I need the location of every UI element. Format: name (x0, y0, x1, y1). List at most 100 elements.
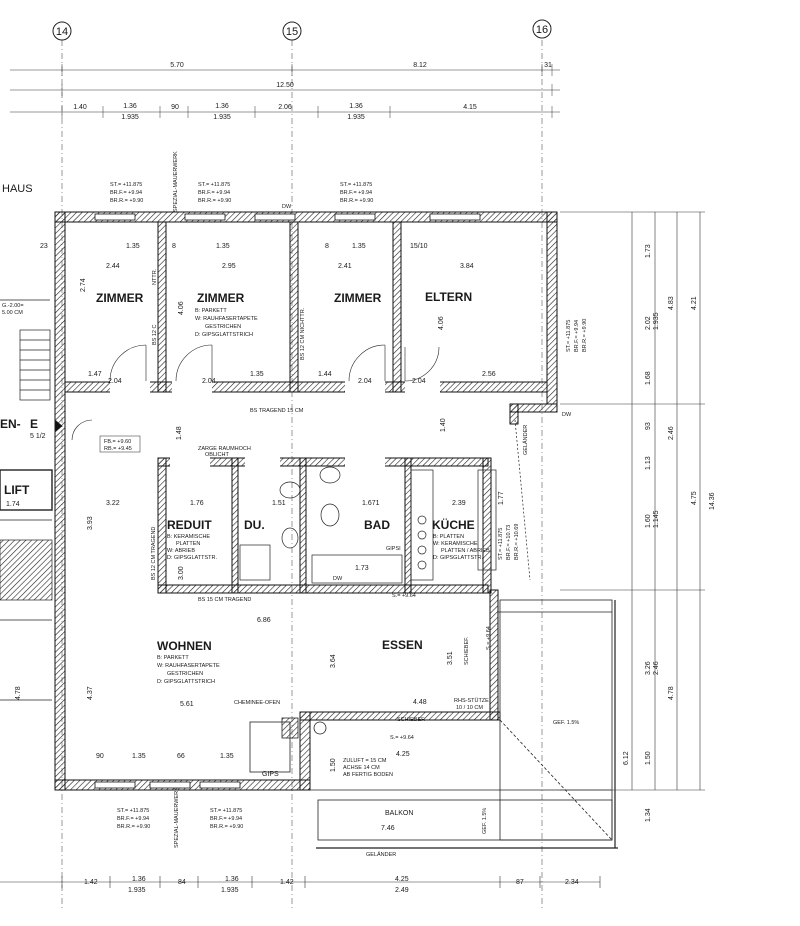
room-balkon: BALKON (385, 810, 413, 817)
cheminee-label: CHEMINEE-OFEN (234, 700, 280, 706)
dw-top-label: DW (282, 204, 292, 210)
dim-top-12-50: 12.50 (276, 82, 294, 89)
dim-v: 4.06 (438, 316, 445, 330)
stair-note: G.-2.00=5.00 CM (2, 303, 24, 316)
kitchen-counter (410, 469, 434, 581)
dim-b: 1.42 (84, 879, 98, 886)
dim-i: 66 (177, 753, 185, 760)
sill-3: S.= +9.64 (392, 593, 416, 599)
haus-label: HAUS (2, 183, 33, 195)
gipsi-label: GIPSI (386, 546, 401, 552)
interior-dimensions: 23 1.35 8 1.35 8 1.35 15/10 2.44 2.95 2.… (15, 243, 505, 832)
schiebef-1: SCHIEBEF. (464, 636, 470, 665)
stair-lift-text: LIFT 1.74 EN- E 5 1/2 G.-2.00=5.00 CM (0, 303, 46, 508)
level-note: BR.R.= +10.69 (514, 524, 520, 560)
dim-i: 1.51 (272, 500, 286, 507)
schiebef-2: SCHIEBEF. (397, 717, 426, 723)
room-zimmer-3: ZIMMER (334, 291, 382, 305)
room-reduit: REDUIT (167, 518, 212, 532)
dim-i: 2.04 (412, 378, 426, 385)
bad-basin (319, 466, 341, 484)
grid-axis-15: 15 (286, 26, 298, 38)
bs12-reduit: BS 12 CM TRAGEND (151, 527, 157, 580)
door-openings (110, 381, 440, 467)
dim-i: 4.48 (413, 699, 427, 706)
dim-r-1-13: 1.13 (645, 456, 652, 470)
dim-v: 4.78 (15, 686, 22, 700)
dim-i: 2.04 (202, 378, 216, 385)
dim-v: 1.77 (498, 491, 505, 505)
rb-level: RB.= +9.45 (104, 446, 132, 452)
dw-kitchen: DW (333, 576, 343, 582)
dim-v: 4.37 (87, 686, 94, 700)
dim-r-4-83: 4.83 (668, 296, 675, 310)
dim-top-1-36c: 1.36 (349, 103, 363, 110)
level-note: BR.F.= +9.94 (574, 320, 580, 352)
dim-i: 2.56 (482, 371, 496, 378)
dim-i: 1.35 (352, 243, 366, 250)
room-bad: BAD (364, 518, 390, 532)
dim-top-1-36a: 1.36 (123, 103, 137, 110)
dim-b: 1.42 (280, 879, 294, 886)
dim-i: 2.95 (222, 263, 236, 270)
room-eltern: ELTERN (425, 290, 472, 304)
grid-axis-16-circle (532, 19, 552, 39)
dim-i: 3.22 (106, 500, 120, 507)
dim-b: 2.49 (395, 887, 409, 894)
dim-r-4-78: 4.78 (668, 686, 675, 700)
grid-axis-markers: 14 15 16 (52, 19, 552, 41)
room-essen: ESSEN (382, 638, 423, 652)
dim-i: 23 (40, 243, 48, 250)
dim-top-1-935b: 1.935 (213, 114, 231, 121)
dim-b: 1.36 (225, 876, 239, 883)
dim-top-4-15: 4.15 (463, 104, 477, 111)
door-swings (71, 344, 440, 441)
dim-r-2-46a: 2.46 (668, 426, 675, 440)
stair-lift-area (0, 299, 63, 701)
gelaender-bottom: GELÄNDER (366, 851, 396, 858)
dim-v: 3.00 (178, 566, 185, 580)
room-du: DU. (244, 518, 265, 532)
dim-i: 1.47 (88, 371, 102, 378)
dim-i: 1.35 (216, 243, 230, 250)
grid-axis-14-circle (52, 21, 72, 41)
dim-i: 90 (96, 753, 104, 760)
e-label: E (30, 417, 38, 431)
lift-dim: 1.74 (6, 501, 20, 508)
dim-b: 1.935 (221, 887, 239, 894)
dim-i: 1.35 (126, 243, 140, 250)
dim-r-14-36: 14.36 (709, 492, 716, 510)
top-dimension-text: 5.70 8.12 31 12.50 1.40 1.36 1.935 90 1.… (73, 62, 552, 121)
dim-i: 1.35 (132, 753, 146, 760)
dim-b: 84 (178, 879, 186, 886)
dim-i: 2.04 (358, 378, 372, 385)
dim-i: 7.46 (381, 825, 395, 832)
windows-top (94, 213, 481, 789)
ntr-label: NTTR. (152, 268, 158, 285)
fixtures (239, 419, 531, 584)
dim-r-1-935: 1.935 (653, 312, 660, 330)
dim-r-3-26: 3.26 (645, 661, 652, 675)
lift-label: LIFT (4, 483, 30, 497)
dim-i: 2.39 (452, 500, 466, 507)
dim-top-1-935a: 1.935 (121, 114, 139, 121)
dim-r-4-75: 4.75 (691, 491, 698, 505)
bad-toilet (320, 503, 340, 527)
step-label: 5 1/2 (30, 433, 46, 440)
gelaender-right: GELÄNDER (522, 425, 529, 455)
bs12-vert-2: BS 12 CM NICHTTR. (300, 307, 306, 360)
dim-i: GIPS (262, 771, 279, 778)
interior-walls (64, 221, 548, 594)
dim-r-1-68: 1.68 (645, 371, 652, 385)
dim-i: 2.04 (108, 378, 122, 385)
dim-top-2-06: 2.06 (278, 104, 292, 111)
cheminee-block (249, 717, 327, 773)
dim-i: 1.76 (190, 500, 204, 507)
